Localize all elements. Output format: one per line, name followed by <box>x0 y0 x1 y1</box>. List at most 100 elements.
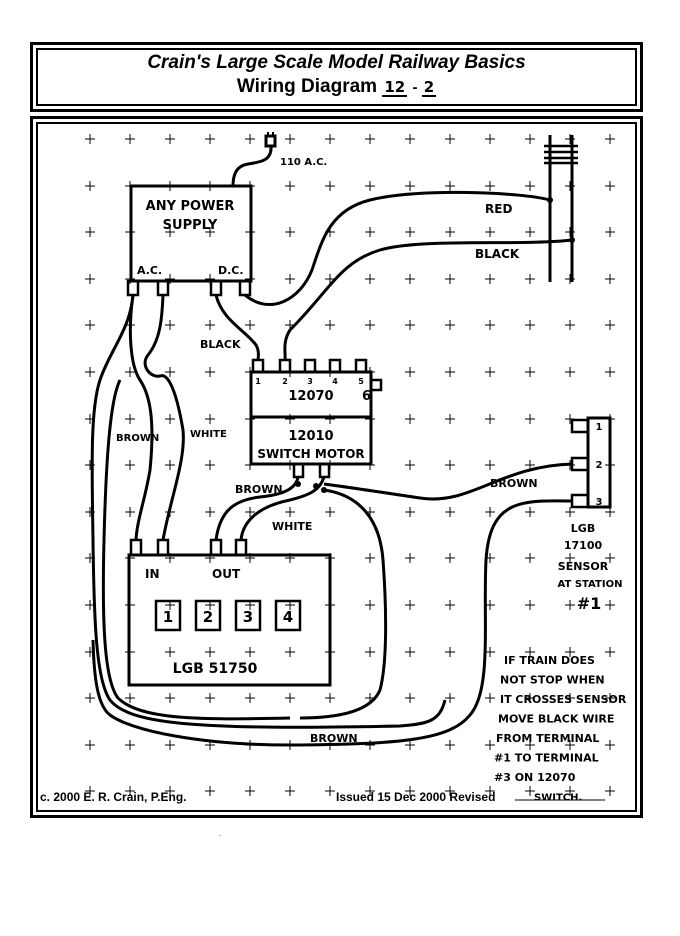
controller-model: LGB 51750 <box>173 661 258 677</box>
grid-cross <box>605 320 615 330</box>
sensor-17100 <box>570 416 612 509</box>
grid-cross <box>165 647 175 657</box>
grid-cross <box>285 274 295 284</box>
grid-cross <box>565 600 575 610</box>
switch-block-model: 12070 <box>288 389 333 404</box>
grid-cross <box>85 367 95 377</box>
wire-black-track <box>283 238 573 361</box>
label-brown-bottom: BROWN <box>310 732 358 745</box>
wires <box>90 190 573 747</box>
scan-speck: · <box>218 832 223 840</box>
grid-cross <box>125 134 135 144</box>
label-white-motor: WHITE <box>272 520 312 533</box>
power-supply-label-2: SUPPLY <box>163 218 218 233</box>
grid-cross <box>365 600 375 610</box>
grid-cross <box>125 414 135 424</box>
grid-cross <box>285 786 295 796</box>
grid-cross <box>85 227 95 237</box>
grid-cross <box>325 507 335 517</box>
grid-cross <box>485 227 495 237</box>
sensor-line-1: LGB <box>571 522 595 535</box>
power-supply-label-1: ANY POWER <box>146 199 235 214</box>
sensor-terminal-number: 3 <box>596 497 603 508</box>
grid-cross <box>245 693 255 703</box>
grid-cross <box>485 181 495 191</box>
dc-label: D.C. <box>218 264 244 277</box>
grid-cross <box>405 600 415 610</box>
grid-cross <box>205 227 215 237</box>
grid-cross <box>405 181 415 191</box>
sensor-line-2: 17100 <box>564 539 603 552</box>
grid-cross <box>405 134 415 144</box>
grid-cross <box>125 740 135 750</box>
grid-cross <box>405 274 415 284</box>
grid-cross <box>405 647 415 657</box>
grid-cross <box>365 320 375 330</box>
grid-cross <box>285 507 295 517</box>
grid-cross <box>445 693 455 703</box>
grid-cross <box>165 693 175 703</box>
grid-cross <box>205 414 215 424</box>
grid-cross <box>245 647 255 657</box>
sensor-terminal-number: 1 <box>596 422 603 433</box>
grid-cross <box>605 693 615 703</box>
grid-cross <box>365 181 375 191</box>
grid-cross <box>445 181 455 191</box>
grid-cross <box>365 227 375 237</box>
diagram-sub-number: 2 <box>421 78 437 97</box>
note-line: MOVE BLACK WIRE <box>498 713 614 726</box>
grid-cross <box>445 600 455 610</box>
grid-cross <box>525 693 535 703</box>
grid-cross <box>285 227 295 237</box>
note-line: IT CROSSES SENSOR <box>500 693 627 706</box>
label-black-track: BLACK <box>475 247 520 261</box>
controller-out-label: OUT <box>212 567 241 581</box>
grid-cross <box>85 181 95 191</box>
switch-assembly <box>249 358 383 479</box>
diagram-number: 12 <box>382 78 408 97</box>
grid-cross <box>405 367 415 377</box>
controller-button-label: 4 <box>283 608 293 626</box>
grid-cross <box>605 553 615 563</box>
grid-cross <box>485 740 495 750</box>
grid-cross <box>405 414 415 424</box>
grid-cross <box>125 367 135 377</box>
grid-cross <box>365 274 375 284</box>
copyright: c. 2000 E. R. Crain, P.Eng. <box>40 790 187 804</box>
grid-cross <box>405 553 415 563</box>
grid-cross <box>605 367 615 377</box>
grid-cross <box>445 274 455 284</box>
grid-cross <box>565 647 575 657</box>
grid-cross <box>445 647 455 657</box>
grid-cross <box>405 507 415 517</box>
grid-cross <box>125 786 135 796</box>
wire-ac-left-outer <box>90 294 447 729</box>
label-red: RED <box>485 202 512 216</box>
note-line: #1 TO TERMINAL <box>494 752 599 765</box>
grid-cross <box>605 600 615 610</box>
grid-cross <box>365 553 375 563</box>
label-brown-motor: BROWN <box>235 483 283 496</box>
grid-cross <box>445 553 455 563</box>
grid-cross <box>325 181 335 191</box>
grid-cross <box>485 414 495 424</box>
grid-cross <box>485 647 495 657</box>
grid-cross <box>325 274 335 284</box>
grid-cross <box>605 227 615 237</box>
grid-cross <box>485 507 495 517</box>
grid-cross <box>165 367 175 377</box>
grid-cross <box>525 647 535 657</box>
grid-cross <box>285 134 295 144</box>
label-black-dc: BLACK <box>200 338 241 351</box>
grid-cross <box>605 647 615 657</box>
grid-cross <box>565 740 575 750</box>
wire-sensor-3-loop <box>91 499 573 747</box>
grid-cross <box>285 693 295 703</box>
grid-cross <box>605 134 615 144</box>
switch-motor-label: SWITCH MOTOR <box>257 447 364 461</box>
grid-cross <box>125 693 135 703</box>
grid-cross <box>525 227 535 237</box>
label-brown-left: BROWN <box>116 433 159 444</box>
grid-cross <box>325 786 335 796</box>
grid-cross <box>245 786 255 796</box>
